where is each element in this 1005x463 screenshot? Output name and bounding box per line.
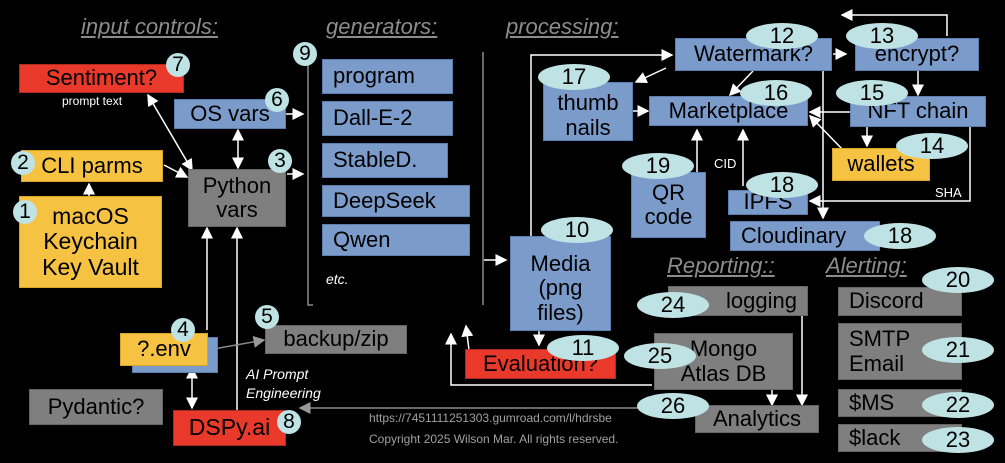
badge-26: 26 [637, 393, 709, 419]
cli-parms-label: CLI parms [41, 152, 143, 178]
qr-code-line2: code [644, 204, 693, 229]
sentiment-box[interactable]: Sentiment? [19, 64, 184, 93]
badge-13: 13 [846, 23, 918, 49]
heading-input-controls: input controls: [81, 14, 218, 39]
smtp-line1: SMTP [849, 326, 911, 352]
dspy-label: DSPy.ai [188, 414, 271, 441]
sentiment-label: Sentiment? [45, 65, 158, 91]
generator-deepseek-label: DeepSeek [333, 187, 436, 213]
badge-24: 24 [637, 292, 709, 318]
pydantic-box[interactable]: Pydantic? [29, 389, 163, 425]
heading-processing: processing: [506, 14, 619, 39]
smtp-line2: Email [849, 350, 905, 376]
backup-zip-label: backup/zip [283, 326, 389, 352]
qr-code-line1: QR [652, 179, 685, 205]
badge-6: 6 [265, 88, 289, 112]
badge-18-ipfs: 18 [746, 172, 818, 198]
wallets-label: wallets [847, 151, 915, 177]
badge-19: 19 [622, 153, 694, 179]
generator-program[interactable]: program [322, 59, 453, 94]
heading-generators: generators: [326, 14, 438, 39]
sha-label: SHA [935, 185, 962, 200]
badge-4: 4 [171, 318, 195, 342]
generator-stabled[interactable]: StableD. [322, 143, 448, 178]
badge-9: 9 [293, 42, 317, 66]
pydantic-label: Pydantic? [47, 393, 145, 419]
media-line2: (png [538, 275, 583, 301]
generator-program-label: program [333, 63, 415, 89]
badge-18-cloudinary: 18 [864, 223, 936, 249]
media-line3: files) [537, 299, 584, 325]
badge-10: 10 [541, 217, 613, 243]
badge-25: 25 [624, 343, 696, 369]
keychain-line1: macOS [52, 203, 129, 230]
generator-qwen-label: Qwen [333, 226, 391, 252]
badge-23: 23 [922, 427, 994, 453]
heading-alerting: Alerting: [826, 253, 907, 278]
badge-15: 15 [836, 80, 908, 106]
cloudinary-label: Cloudinary [741, 222, 847, 248]
os-vars-box[interactable]: OS vars [174, 99, 286, 129]
media-box[interactable]: Media (png files) [510, 236, 611, 331]
footer-copyright: Copyright 2025 Wilson Mar. All rights re… [369, 432, 619, 446]
badge-16: 16 [740, 80, 812, 106]
badge-3: 3 [268, 149, 292, 173]
keychain-line3: Key Vault [42, 253, 139, 280]
badge-2: 2 [11, 151, 35, 175]
badge-14: 14 [896, 133, 968, 159]
prompt-text-label: prompt text [62, 94, 123, 108]
discord-box[interactable]: Discord [838, 287, 962, 316]
analytics-label: Analytics [712, 405, 802, 431]
thumbnails-box[interactable]: thumb nails [543, 82, 633, 141]
keychain-box[interactable]: macOS Keychain Key Vault [19, 196, 162, 288]
heading-reporting: Reporting:: [667, 253, 775, 278]
python-vars-box[interactable]: Python vars [188, 169, 286, 227]
dspy-box[interactable]: DSPy.ai [173, 410, 286, 446]
badge-11: 11 [547, 335, 619, 361]
badge-21: 21 [922, 337, 994, 363]
badge-5: 5 [255, 305, 279, 329]
badge-22: 22 [922, 392, 994, 418]
mongo-line2: Atlas DB [680, 360, 767, 386]
slack-label: $lack [849, 424, 901, 450]
badge-7: 7 [166, 53, 190, 77]
os-vars-label: OS vars [190, 100, 270, 126]
python-vars-line2: vars [216, 197, 258, 222]
generator-dall-e-2-label: Dall-E-2 [333, 105, 413, 131]
badge-8: 8 [277, 410, 301, 434]
encrypt-box[interactable]: encrypt? [855, 38, 979, 71]
backup-zip-box[interactable]: backup/zip [265, 325, 407, 354]
keychain-line2: Keychain [43, 228, 138, 255]
env-box[interactable]: ?.env [120, 333, 208, 366]
thumbnails-line2: nails [565, 114, 611, 140]
generators-etc-label: etc. [326, 271, 349, 287]
thumbnails-line1: thumb [557, 90, 619, 116]
analytics-box[interactable]: Analytics [695, 405, 819, 433]
mongo-atlas-box[interactable]: Mongo Atlas DB [654, 333, 793, 390]
cid-label: CID [714, 156, 737, 171]
generator-deepseek[interactable]: DeepSeek [322, 185, 470, 217]
badge-17: 17 [538, 64, 610, 90]
cloudinary-box[interactable]: Cloudinary [730, 221, 880, 251]
mongo-line1: Mongo [689, 336, 758, 362]
badge-20: 20 [922, 267, 994, 293]
badge-12: 12 [746, 23, 818, 49]
discord-label: Discord [849, 288, 924, 314]
ai-prompt-engineering-label: AI Prompt Engineering [246, 365, 321, 403]
generator-dall-e-2[interactable]: Dall-E-2 [322, 101, 453, 136]
cli-parms-box[interactable]: CLI parms [21, 150, 163, 182]
generator-stabled-label: StableD. [333, 147, 418, 173]
badge-1: 1 [13, 200, 37, 224]
ai-prompt-line2: Engineering [246, 385, 321, 401]
generator-qwen[interactable]: Qwen [322, 224, 470, 256]
media-line1: Media [530, 251, 591, 277]
sms-label: $MS [849, 389, 895, 415]
ai-prompt-line1: AI Prompt [246, 366, 309, 382]
qr-code-box[interactable]: QR code [631, 172, 706, 238]
footer-url[interactable]: https://7451111251303.gumroad.com/l/hdrs… [369, 411, 612, 425]
logging-label: logging [726, 287, 797, 313]
python-vars-line1: Python [202, 172, 272, 198]
